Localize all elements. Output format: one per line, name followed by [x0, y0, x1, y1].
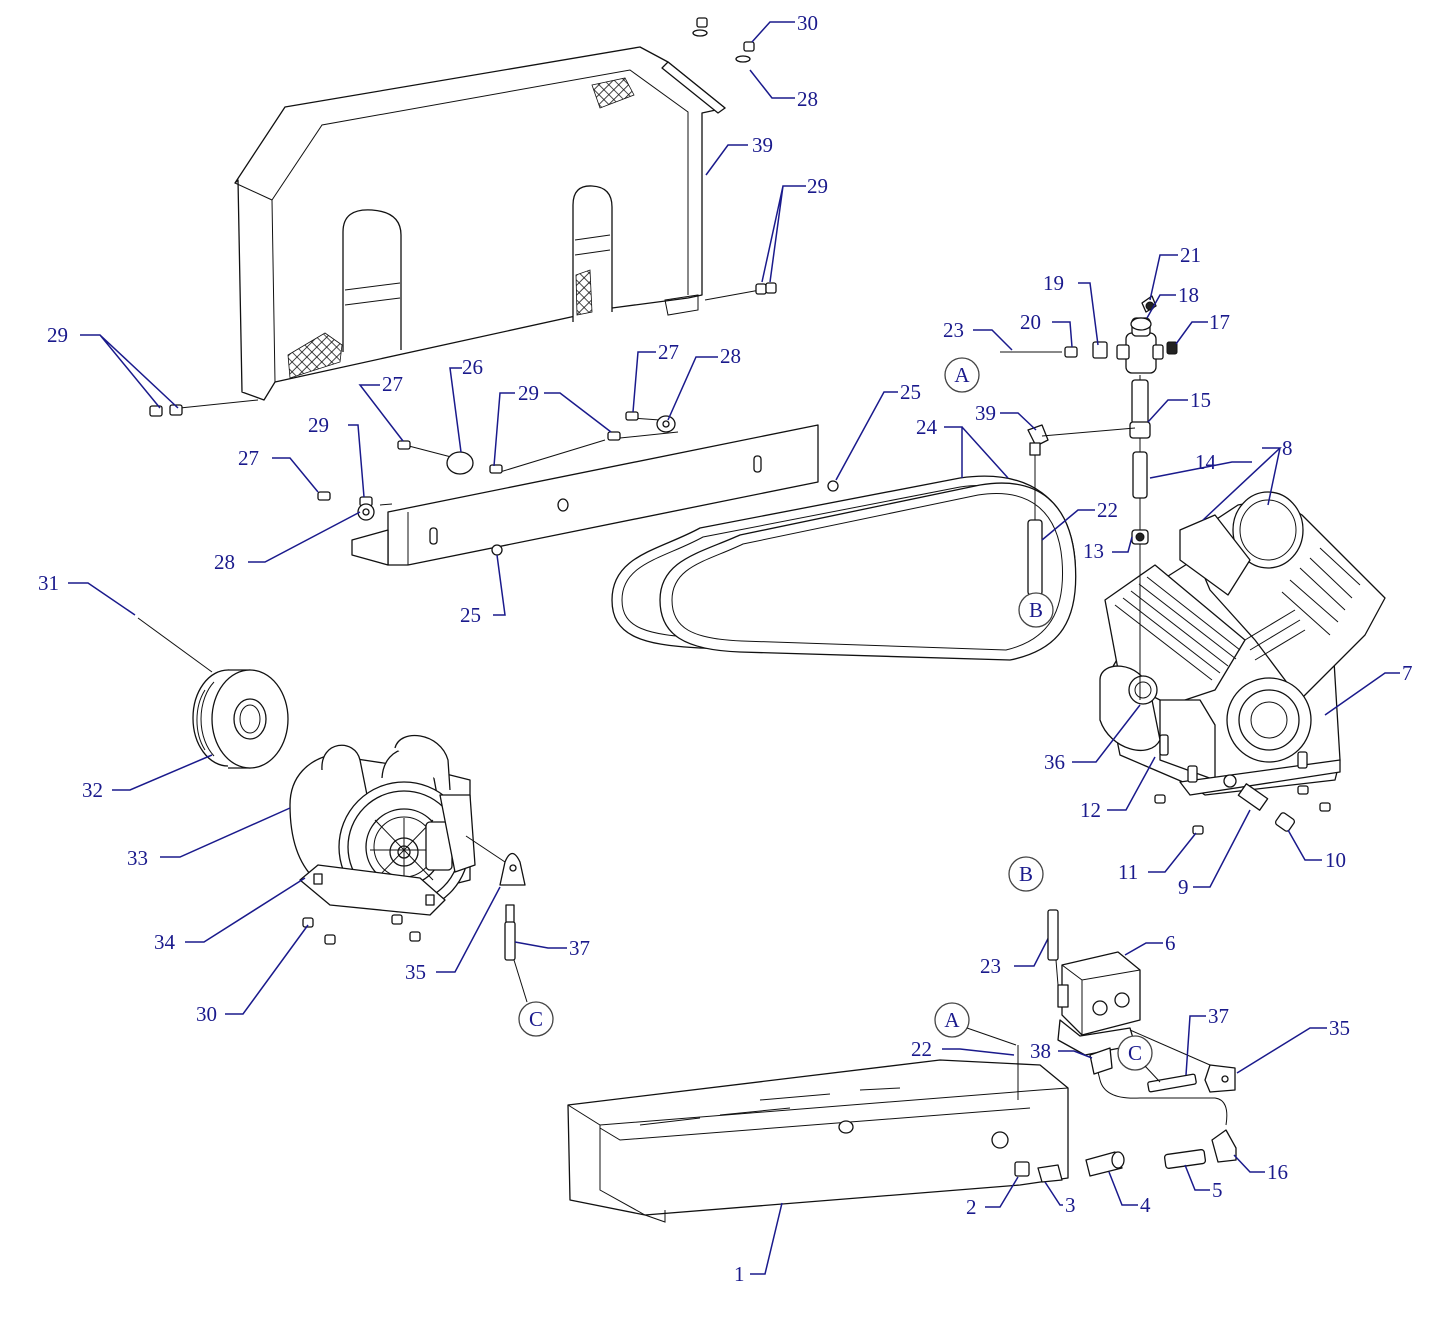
callout-30: 30 [196, 1002, 217, 1026]
callout-13: 13 [1083, 539, 1104, 563]
callout-4: 4 [1140, 1193, 1151, 1217]
callout-22: 22 [911, 1037, 932, 1061]
pump-mount-nuts [1154, 785, 1331, 835]
callout-29: 29 [308, 413, 329, 437]
callout-35: 35 [1329, 1016, 1350, 1040]
callout-29: 29 [47, 323, 68, 347]
callout-19: 19 [1043, 271, 1064, 295]
svg-text:C: C [529, 1007, 543, 1031]
callout-39: 39 [752, 133, 773, 157]
callout-5: 5 [1212, 1178, 1223, 1202]
strain-relief-b [1147, 1064, 1236, 1093]
callout-25: 25 [460, 603, 481, 627]
callout-29: 29 [807, 174, 828, 198]
callout-27: 27 [238, 446, 259, 470]
reference-tags: A B B C A C [513, 357, 1161, 1083]
reference-b-top: B [1018, 592, 1054, 628]
callout-23: 23 [980, 954, 1001, 978]
svg-text:A: A [944, 1008, 960, 1032]
callout-28: 28 [797, 87, 818, 111]
compressor-pump [1099, 491, 1386, 796]
callout-39: 39 [975, 401, 996, 425]
callout-3: 3 [1065, 1193, 1076, 1217]
callout-24: 24 [916, 415, 938, 439]
callout-10: 10 [1325, 848, 1346, 872]
callout-29: 29 [518, 381, 539, 405]
callout-21: 21 [1180, 243, 1201, 267]
callout-18: 18 [1178, 283, 1199, 307]
callout-33: 33 [127, 846, 148, 870]
callout-15: 15 [1190, 388, 1211, 412]
fitting-stack [1000, 295, 1178, 700]
reference-a-top: A [944, 357, 980, 393]
motor [289, 734, 476, 916]
callout-1: 1 [734, 1262, 745, 1286]
guard-top-bolts [692, 17, 755, 63]
callout-31: 31 [38, 571, 59, 595]
callout-36: 36 [1044, 750, 1065, 774]
callout-17: 17 [1209, 310, 1230, 334]
callout-38: 38 [1030, 1039, 1051, 1063]
guard-screws-left [149, 399, 259, 417]
bracket-hardware [317, 411, 839, 556]
callout-6: 6 [1165, 931, 1176, 955]
guard-bracket [351, 417, 819, 566]
callout-32: 32 [82, 778, 103, 802]
callout-35: 35 [405, 960, 426, 984]
guard-screws-right [704, 282, 777, 301]
callout-37: 37 [1208, 1004, 1229, 1028]
motor-cord [504, 904, 516, 961]
svg-text:A: A [954, 363, 970, 387]
pump-drain-nipple [1223, 774, 1296, 832]
callout-14: 14 [1195, 450, 1217, 474]
callout-28: 28 [720, 344, 741, 368]
pulley [192, 669, 289, 769]
callout-28: 28 [214, 550, 235, 574]
callout-22: 22 [1097, 498, 1118, 522]
callout-37: 37 [569, 936, 590, 960]
callout-26: 26 [462, 355, 483, 379]
svg-text:C: C [1128, 1041, 1142, 1065]
callout-27: 27 [382, 372, 403, 396]
callout-27: 27 [658, 340, 679, 364]
drain-and-nut [1014, 1161, 1063, 1183]
callout-labels: 30 28 39 29 29 21 19 18 23 20 17 27 28 2… [38, 11, 1413, 1286]
callout-16: 16 [1267, 1160, 1288, 1184]
motor-strain-relief [465, 835, 526, 886]
callout-23: 23 [943, 318, 964, 342]
reference-c-left: C [513, 959, 554, 1037]
callout-25: 25 [900, 380, 921, 404]
callout-20: 20 [1020, 310, 1041, 334]
svg-text:B: B [1019, 862, 1033, 886]
reference-a-bottom: A [934, 1002, 1017, 1046]
v-belts [611, 475, 1077, 661]
check-valve-parts [1085, 1129, 1237, 1177]
belt-guard [234, 46, 726, 401]
unloader-tube [1089, 1029, 1228, 1126]
reference-b-bottom: B [1008, 856, 1059, 986]
leader-lines [68, 21, 1400, 1275]
elbow-fitting [1027, 424, 1136, 598]
callout-2: 2 [966, 1195, 977, 1219]
callout-30: 30 [797, 11, 818, 35]
base-channel [567, 1045, 1069, 1223]
svg-text:B: B [1029, 598, 1043, 622]
callout-8: 8 [1282, 436, 1293, 460]
callout-9: 9 [1178, 875, 1189, 899]
reference-c-right: C [1117, 1035, 1161, 1083]
callout-12: 12 [1080, 798, 1101, 822]
motor-mount-nuts [302, 914, 421, 945]
pulley-setscrew [137, 617, 213, 673]
callout-34: 34 [154, 930, 176, 954]
callout-11: 11 [1118, 860, 1138, 884]
callout-7: 7 [1402, 661, 1413, 685]
